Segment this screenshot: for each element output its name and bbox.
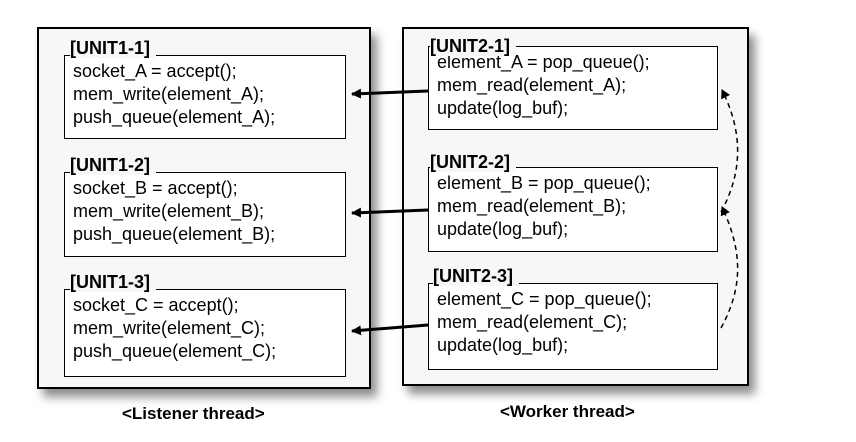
unit2-1-code-box: element_A = pop_queue(); mem_read(elemen… [428,46,718,130]
code-line: mem_write(element_C); [73,318,266,338]
worker-thread-label: <Worker thread> [500,402,635,421]
unit1-2-code-box: socket_B = accept(); mem_write(element_B… [64,172,346,257]
unit2-1-title: [UNIT2-1] [430,36,516,56]
listener-thread-label: <Listener thread> [122,404,265,423]
code-line: socket_C = accept(); [73,295,239,315]
unit2-3-title: [UNIT2-3] [433,266,519,286]
code-line: element_C = pop_queue(); [437,289,652,309]
code-line: element_A = pop_queue(); [437,52,650,72]
code-line: socket_B = accept(); [73,178,238,198]
code-line: push_queue(element_A); [73,107,276,127]
code-line: mem_read(element_A); [437,75,627,95]
unit2-2-title: [UNIT2-2] [430,152,516,172]
unit1-3-title: [UNIT1-3] [70,272,156,292]
unit2-2-code-box: element_B = pop_queue(); mem_read(elemen… [428,167,718,252]
code-line: update(log_buf); [437,98,569,118]
code-line: push_queue(element_C); [73,341,277,361]
code-line: update(log_buf); [437,219,569,239]
unit2-3-code-box: element_C = pop_queue(); mem_read(elemen… [428,283,718,370]
unit1-2-title: [UNIT1-2] [70,155,156,175]
code-line: mem_read(element_C); [437,312,628,332]
code-line: socket_A = accept(); [73,61,237,81]
unit1-1-code-box: socket_A = accept(); mem_write(element_A… [64,55,346,139]
code-line: push_queue(element_B); [73,224,276,244]
code-line: update(log_buf); [437,335,569,355]
code-line: mem_write(element_A); [73,84,265,104]
unit1-3-code-box: socket_C = accept(); mem_write(element_C… [64,289,346,377]
code-line: mem_write(element_B); [73,201,265,221]
code-line: mem_read(element_B); [437,196,627,216]
code-line: element_B = pop_queue(); [437,173,651,193]
unit1-1-title: [UNIT1-1] [70,38,156,58]
